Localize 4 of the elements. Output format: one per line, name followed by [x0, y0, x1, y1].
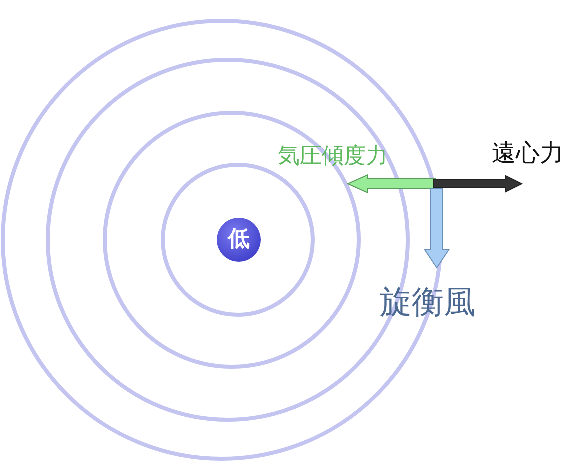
low-pressure-circle: 低: [217, 218, 261, 262]
force-label: 気圧傾度力: [278, 146, 388, 168]
wind-label: 旋衡風: [380, 286, 476, 318]
force-label: 遠心力: [492, 141, 564, 165]
